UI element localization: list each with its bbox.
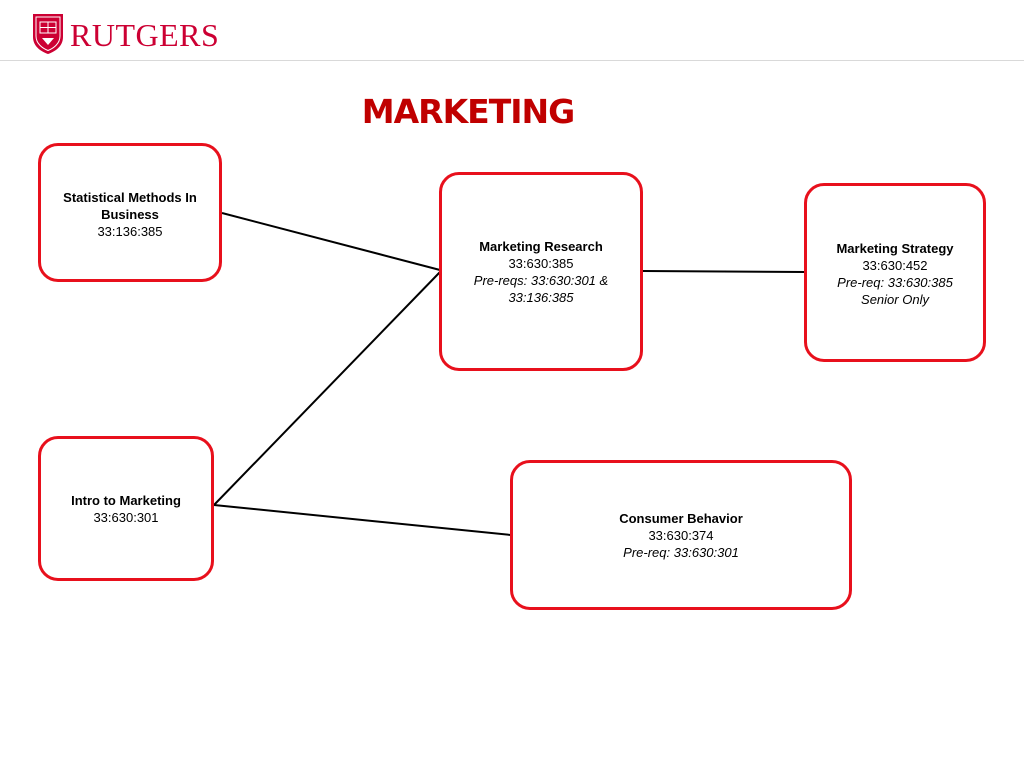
course-code: 33:136:385	[97, 224, 163, 239]
course-code: 33:630:385	[508, 256, 574, 271]
rutgers-shield-icon	[33, 14, 63, 54]
connector-intro-to-consumer	[213, 504, 512, 536]
connector-stats-to-research	[221, 212, 441, 271]
course-code: 33:630:452	[862, 258, 928, 273]
page-title: MARKETING	[361, 92, 575, 131]
course-box-marketing-strategy[interactable]: Marketing Strategy 33:630:452 Pre-req: 3…	[804, 183, 986, 362]
logo-wordmark-text: RUTGERS	[70, 17, 220, 53]
course-box-consumer-behavior[interactable]: Consumer Behavior 33:630:374 Pre-req: 33…	[510, 460, 852, 610]
course-prereq: Pre-req: 33:630:385	[837, 275, 953, 290]
course-code: 33:630:374	[648, 528, 714, 543]
course-note: Senior Only	[861, 292, 929, 307]
header-divider	[0, 60, 1024, 61]
connector-research-to-strategy	[642, 270, 806, 273]
course-name: Statistical Methods In Business	[63, 190, 197, 222]
course-box-statistical-methods[interactable]: Statistical Methods In Business 33:136:3…	[38, 143, 222, 282]
course-box-marketing-research[interactable]: Marketing Research 33:630:385 Pre-reqs: …	[439, 172, 643, 371]
course-prereq: Pre-reqs: 33:630:301 & 33:136:385	[473, 273, 609, 305]
course-prereq: Pre-req: 33:630:301	[623, 545, 739, 560]
header: RUTGERS	[0, 0, 1024, 60]
course-code: 33:630:301	[93, 510, 159, 525]
course-name: Marketing Strategy	[836, 241, 954, 256]
logo-wordmark: RUTGERS	[70, 19, 219, 51]
rutgers-logo[interactable]: RUTGERS	[32, 13, 219, 55]
course-name: Intro to Marketing	[71, 493, 181, 508]
course-name: Consumer Behavior	[619, 511, 743, 526]
connector-intro-to-research	[213, 271, 441, 506]
course-box-intro-to-marketing[interactable]: Intro to Marketing 33:630:301	[38, 436, 214, 581]
course-name: Marketing Research	[479, 239, 603, 254]
